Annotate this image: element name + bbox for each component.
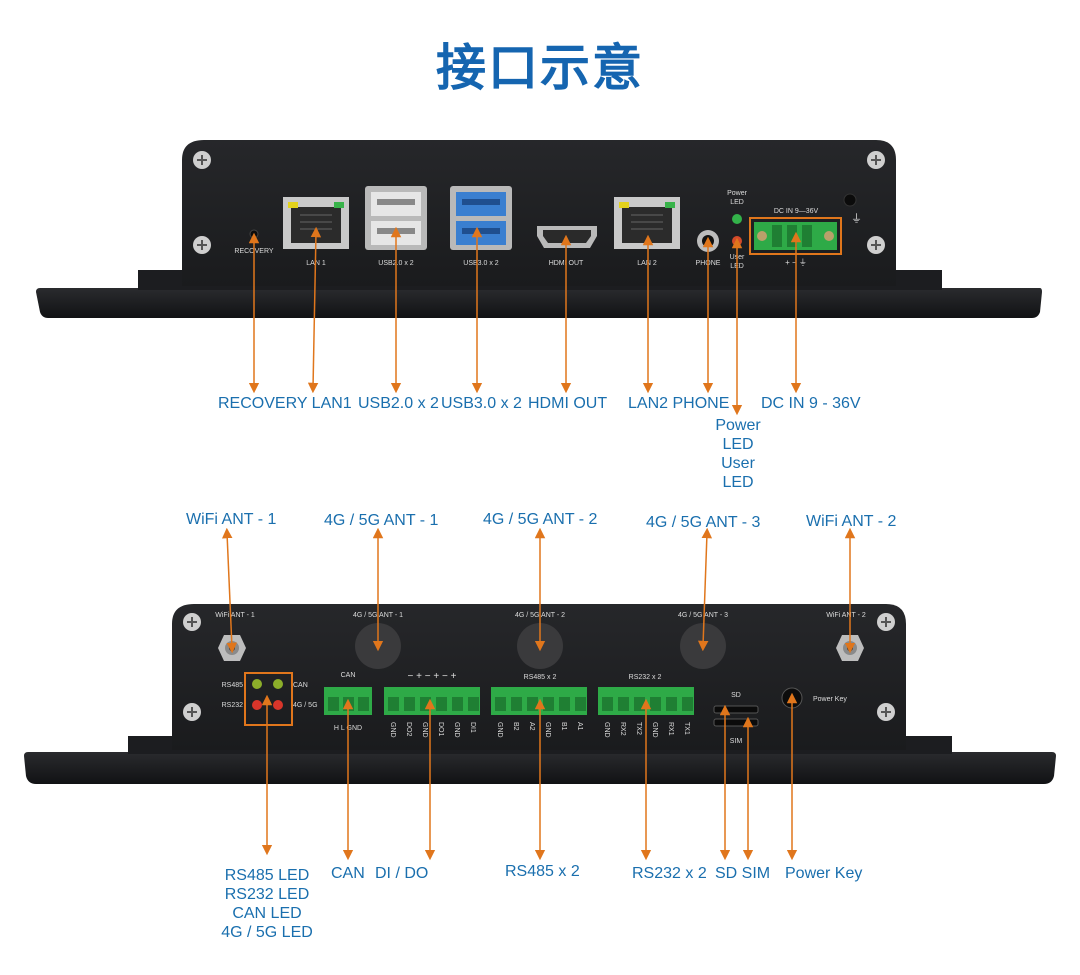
rs485-led-label: RS485	[222, 682, 244, 689]
dio-pin-label: DO1	[437, 722, 444, 737]
rs232-pin-label: RX1	[667, 722, 674, 736]
power-led	[732, 214, 742, 224]
callout-power-key: Power Key	[785, 865, 863, 882]
sd-label: SD	[731, 692, 741, 699]
dio-pin-label: GND	[389, 722, 396, 738]
callout-ant4g1: 4G / 5G ANT - 1	[324, 512, 439, 529]
callout-led-line: 4G / 5G LED	[221, 924, 313, 941]
rs232-pin-label: GND	[651, 722, 658, 738]
rs232-pin-label: TX1	[683, 722, 690, 735]
rs485-pin-label: B1	[560, 722, 567, 731]
callout-usb3: USB3.0 x 2	[441, 395, 522, 412]
callout-led-line: CAN LED	[232, 905, 302, 922]
callout-ant4g2: 4G / 5G ANT - 2	[483, 511, 598, 528]
top-leader-lines	[248, 226, 802, 416]
rs485-pin-label: A1	[576, 722, 583, 731]
callout-rs232: RS232 x 2	[632, 865, 707, 882]
top-base-plate	[36, 288, 1042, 318]
callout-di-do: DI / DO	[375, 865, 429, 882]
lan2-port[interactable]	[614, 197, 680, 249]
4g-led-label: 4G / 5G	[293, 702, 318, 709]
ground-screw	[843, 193, 857, 207]
lan2-label: LAN 2	[637, 260, 657, 267]
dc-in-label: DC IN 9—36V	[774, 208, 819, 215]
dio-pin-label: GND	[421, 722, 428, 738]
callout-power-user-led: Power LED User LED	[708, 416, 768, 492]
dio-pin-label: DI1	[469, 722, 476, 733]
callout-led-line: User	[721, 455, 755, 472]
rs232-pin-label: GND	[603, 722, 610, 738]
dio-pin-labels: GND DO2 GND DO1 GND DI1	[389, 722, 476, 738]
bottom-leader-lines	[221, 527, 856, 861]
dio-signs: − + − + − +	[408, 671, 457, 682]
status-leds	[252, 679, 283, 710]
callout-can: CAN	[331, 865, 365, 882]
rs232-pin-label: TX2	[635, 722, 642, 735]
rs485-pin-label: B2	[512, 722, 519, 731]
rs232-pin-labels: GND RX2 TX2 GND RX1 TX1	[603, 722, 690, 738]
usb3-label: USB3.0 x 2	[463, 260, 499, 267]
callout-dc-in: DC IN 9 - 36V	[761, 395, 861, 412]
rs485-pin-label: GND	[544, 722, 551, 738]
usb2-port[interactable]	[365, 186, 427, 250]
can-led-label: CAN	[293, 682, 308, 689]
wifi1-label: WiFi ANT - 1	[215, 612, 255, 619]
page-title: 接口示意	[436, 39, 644, 97]
callout-led-line: RS232 LED	[224, 886, 310, 903]
recovery-button[interactable]	[249, 229, 259, 239]
rs485-connector[interactable]	[491, 687, 587, 715]
callout-ant4g3: 4G / 5G ANT - 3	[646, 514, 761, 531]
rs485-pin-label: GND	[496, 722, 503, 738]
rs232-pin-label: RX2	[619, 722, 626, 736]
rs485-title: RS485 x 2	[524, 674, 557, 681]
power-led-label-line2: LED	[730, 199, 744, 206]
callout-sd-sim: SD SIM	[715, 865, 771, 882]
power-key-label: Power Key	[813, 696, 847, 703]
wifi2-label: WiFi ANT - 2	[826, 612, 866, 619]
rs485-pin-label: A2	[528, 722, 535, 731]
callout-hdmi: HDMI OUT	[528, 395, 608, 412]
dio-pin-label: DO2	[405, 722, 412, 737]
callout-recovery-lan1: RECOVERY LAN1	[218, 395, 352, 412]
hdmi-port[interactable]	[537, 226, 597, 248]
callout-rs485: RS485 x 2	[505, 863, 580, 880]
top-device: RECOVERY LAN 1 USB2.0 x 2 USB3.0 x 2	[36, 140, 1042, 318]
sd-slot[interactable]	[713, 705, 759, 714]
sim-slot[interactable]	[713, 718, 759, 727]
can-title: CAN	[341, 672, 356, 679]
callout-wifi-ant2: WiFi ANT - 2	[806, 513, 897, 530]
usb3-port[interactable]	[450, 186, 512, 250]
callout-usb2: USB2.0 x 2	[358, 395, 439, 412]
callout-led-line: RS485 LED	[224, 867, 310, 884]
rs232-led-label: RS232	[222, 702, 244, 709]
callout-lan2-phone: LAN2 PHONE	[628, 395, 730, 412]
callout-leds: RS485 LED RS232 LED CAN LED 4G / 5G LED	[210, 866, 324, 942]
callout-led-line: LED	[722, 474, 754, 491]
callout-led-line: LED	[722, 436, 754, 453]
dio-pin-label: GND	[453, 722, 460, 738]
power-led-label-line1: Power	[727, 190, 748, 197]
ground-icon: ⏚	[851, 212, 862, 225]
rs485-pin-labels: GND B2 A2 GND B1 A1	[496, 722, 583, 738]
callout-led-line: Power	[715, 417, 761, 434]
ant3-label: 4G / 5G ANT - 3	[678, 612, 728, 619]
callout-wifi-ant1: WiFi ANT - 1	[186, 511, 277, 528]
rs232-title: RS232 x 2	[629, 674, 662, 681]
dio-connector[interactable]	[384, 687, 480, 715]
top-io-panel	[182, 140, 896, 286]
sim-label: SIM	[730, 738, 743, 745]
